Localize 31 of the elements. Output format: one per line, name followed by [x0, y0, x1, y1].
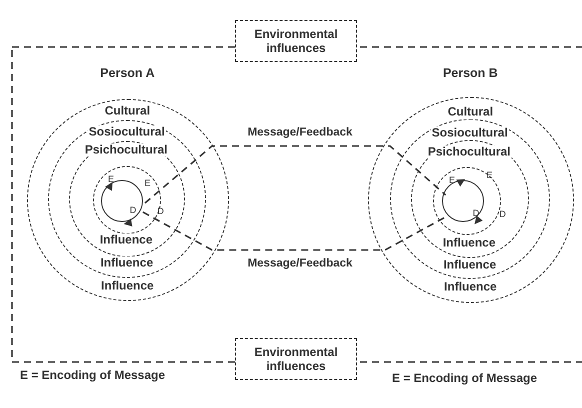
text-box — [235, 20, 357, 62]
ring-label: Psichocultural — [426, 146, 512, 159]
dashed-circle — [410, 140, 529, 258]
edge-label: Message/Feedback — [246, 258, 354, 270]
ring-label: Cultural — [446, 106, 494, 119]
box-text: Environmental influences — [253, 26, 339, 56]
ring-label: Influence — [442, 258, 498, 272]
box-text: Environmental influences — [253, 344, 339, 374]
ring-label: Cultural — [104, 104, 152, 118]
ring-label: Influence — [99, 256, 154, 270]
connector — [144, 145, 446, 204]
ring-label: Psichocultural — [84, 144, 169, 157]
ring-label: Influence — [100, 280, 155, 293]
dashed-circle — [68, 140, 185, 257]
dashed-circle — [48, 120, 206, 278]
letter-label: D — [128, 206, 138, 216]
ring-label: Influence — [98, 234, 154, 247]
ring-label: Influence — [442, 236, 497, 250]
dashed-circle — [390, 119, 550, 280]
ring-label: Sosiocultural — [430, 126, 509, 140]
ring-label: Influence — [443, 280, 498, 294]
letter-label: E — [448, 176, 456, 186]
edge-label: Message/Feedback — [246, 126, 354, 140]
letter-label: E — [106, 175, 115, 185]
letter-label: E — [486, 170, 494, 180]
letter-label: E — [144, 178, 152, 188]
legend-note: E = Encoding of Message — [392, 371, 538, 385]
letter-label: D — [498, 210, 507, 220]
ring-label: Sosiocultural — [88, 125, 166, 138]
legend-note: E = Encoding of Message — [20, 368, 166, 382]
text-box — [235, 338, 357, 380]
